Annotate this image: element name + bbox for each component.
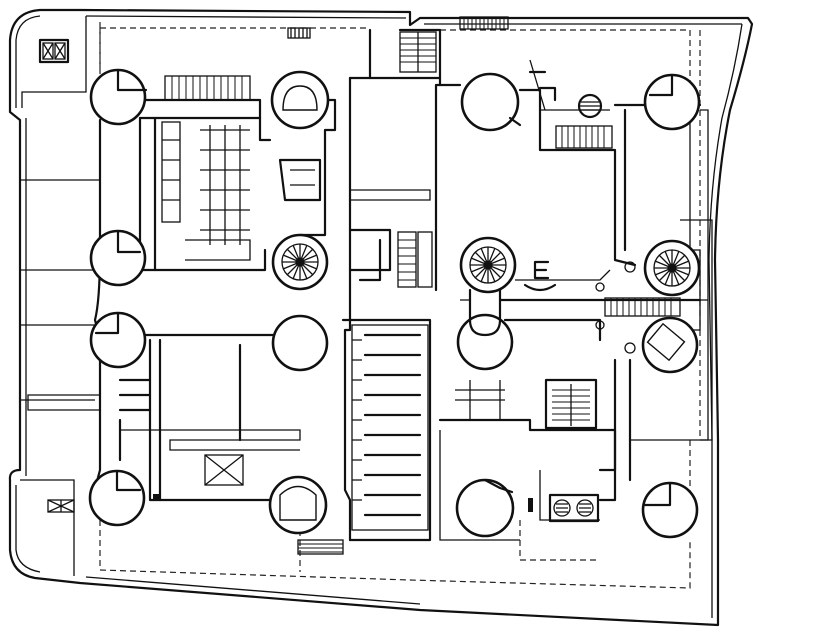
tower-right-lower-square	[641, 316, 699, 374]
hatched-stair-icon	[459, 16, 509, 30]
crossed-square-icon	[38, 38, 70, 64]
tower-bottom-left	[88, 469, 146, 527]
hatched-stair-icon	[287, 27, 311, 39]
right-upper-stair	[555, 125, 613, 149]
left-wing-walls	[20, 98, 302, 502]
right-middle-stair	[604, 297, 681, 317]
crossed-square-icon	[548, 493, 600, 523]
bench-grid	[161, 121, 251, 261]
dashed-setback-lines	[99, 22, 701, 589]
spiral-stair-icon	[271, 233, 329, 291]
tower-center-lower	[271, 314, 329, 372]
spiral-stair-icon	[459, 236, 517, 294]
bottom-center-stair	[297, 539, 344, 555]
column-markers	[153, 261, 636, 512]
crossed-square-icon	[47, 499, 75, 513]
tower-top-left	[89, 68, 148, 126]
crossed-square-icon	[204, 454, 244, 486]
central-top-stair	[399, 31, 437, 73]
tower-bottom-right-a	[455, 478, 515, 538]
tower-top-right-a	[460, 72, 522, 132]
tower-bottom-center	[268, 475, 328, 535]
tower-right-center-elev	[456, 313, 514, 371]
tower-mid-left	[89, 229, 147, 287]
tower-top-right-b	[643, 73, 701, 131]
tower-left-lower	[89, 311, 147, 369]
connector-walls	[455, 70, 557, 401]
top-left-stair	[164, 75, 251, 101]
circle-tower-icon	[577, 93, 603, 119]
outer-boundary	[8, 8, 754, 627]
central-stair-flights	[351, 324, 429, 531]
tower-bottom-right-b	[641, 481, 699, 539]
right-lower-stair	[544, 378, 598, 430]
right-wing-feature	[523, 260, 557, 292]
spiral-stair-icon	[643, 239, 701, 297]
central-right-stair	[397, 231, 433, 288]
tower-top-center	[270, 70, 330, 130]
